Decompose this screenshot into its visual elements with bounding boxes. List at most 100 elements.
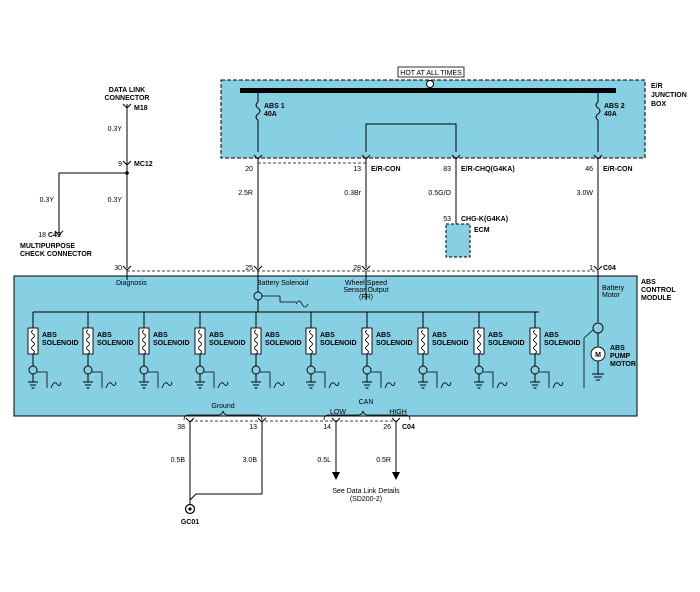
wire-3.0b [189,422,263,501]
solenoid-label-1: ABS [432,332,447,339]
solenoid-label-2: SOLENOID [42,340,79,347]
pin-13-bottom: 13 [249,424,257,431]
pin-13: 13 [353,166,361,173]
svg-text:M: M [595,352,601,359]
abs-control-module: ABS CONTROL MODULE 30 25 28 1 C04 Diagno… [13,265,676,421]
solenoid-label-1: ABS [376,332,391,339]
junction-box-name-1: E/R [651,83,663,90]
signal-icon [440,381,452,389]
fuse2-name: ABS 2 [604,103,625,110]
can-brace [323,410,411,421]
pin-30: 30 [114,265,122,272]
signal-icon [273,381,285,389]
pin-46: 46 [585,166,593,173]
solenoid-label-1: ABS [488,332,503,339]
fuse-abs2-icon [595,101,601,121]
connector-chevron-icon [54,230,64,236]
signal-icon [50,381,62,389]
splice-dot [125,171,129,175]
chg-k-label: CHG-K(G4KA) [461,216,508,223]
abs-pump-motor: M ABS PUMP MOTOR [583,322,636,388]
connector-chevron-icon [122,160,132,166]
junction-box-name-3: BOX [651,101,667,108]
ecm: 53 CHG-K(G4KA) ECM [443,216,508,258]
c04-bottom-label: C04 [402,424,415,431]
ground-label: Ground [211,403,234,410]
connector-chevron-icon [122,265,132,271]
solenoid-label-2: SOLENOID [153,340,190,347]
battery-motor-label-2: Motor [602,292,621,299]
pin-38: 38 [177,424,185,431]
pump-label-1: ABS [610,345,625,352]
m18-label: M18 [134,105,148,112]
pump-label-3: MOTOR [610,361,636,368]
signal-icon [496,381,508,389]
battery-solenoid-label: Battery Solenoid [257,280,308,287]
wss-label-2: Sensor Output [343,287,388,294]
can-high-label: HIGH [389,409,407,416]
junction-box-name-2: JUNCTION [651,92,687,99]
pump-label-2: PUMP [610,353,631,360]
signal-icon [105,381,117,389]
connector-chevron-icon [253,265,263,271]
arrow-down-icon [392,472,400,480]
solenoid-label-1: ABS [265,332,280,339]
pin-83: 83 [443,166,451,173]
see-details-label-1: See Data Link Details [332,488,400,495]
hot-label: HOT AT ALL TIMES [400,70,462,77]
solenoid-label-1: ABS [97,332,112,339]
connector-chevron-icon [593,265,603,271]
signal-icon [295,300,309,308]
can-label: CAN [359,399,374,406]
wire-label-0.3br: 0.3Br [344,190,361,197]
gc01-label: GC01 [181,519,199,526]
mpc-label-2: CHECK CONNECTOR [20,251,92,258]
dlc-label-1: DATA LINK [109,87,145,94]
ecm-box [445,223,471,258]
solenoid-label-2: SOLENOID [97,340,134,347]
pin-14: 14 [323,424,331,431]
wire-label-0.5r: 0.5R [376,457,391,464]
hot-label-box [397,66,465,78]
pin-25: 25 [245,265,253,272]
data-link-connector: DATA LINK CONNECTOR M18 0.3Y 9 MC12 0.3Y… [20,87,153,268]
wire-label-3.0b: 3.0B [243,457,258,464]
power-bus-bar [240,88,616,93]
pin-28: 28 [353,265,361,272]
solenoid-label-2: SOLENOID [376,340,413,347]
solenoid-label-2: SOLENOID [209,340,246,347]
wire-to-mpc [58,172,127,233]
wss-label-3: (FR) [359,294,373,301]
see-details-label-2: (SD200-2) [350,496,382,503]
connector-chevron-icon [331,417,341,423]
wire-label-0.3y-top: 0.3Y [108,126,123,133]
connector-chevron-icon [391,417,401,423]
connector-chevron-icon [361,265,371,271]
internal-link [365,123,457,152]
wire-label-0.3y-left: 0.3Y [40,197,55,204]
solenoid-label-2: SOLENOID [488,340,525,347]
signal-icon [552,381,564,389]
solenoid-label-2: SOLENOID [320,340,357,347]
abs-module-name-3: MODULE [641,295,672,302]
pin-18: 18 [38,232,46,239]
solenoid-group: ABSSOLENOIDABSSOLENOIDABSSOLENOIDABSSOLE… [27,312,581,389]
can-low-label: LOW [330,409,346,416]
ecm-label: ECM [474,227,490,234]
signal-icon [161,381,173,389]
fuse-abs1-icon [255,101,261,121]
wire-label-0.5go: 0.5G/O [428,190,451,197]
wire-label-2.5r: 2.5R [238,190,253,197]
wss-label-1: Wheel Speed [345,280,387,287]
diagnosis-label: Diagnosis [116,280,147,287]
solenoid-label-1: ABS [544,332,559,339]
pin-9: 9 [118,161,122,168]
signal-icon [328,381,340,389]
